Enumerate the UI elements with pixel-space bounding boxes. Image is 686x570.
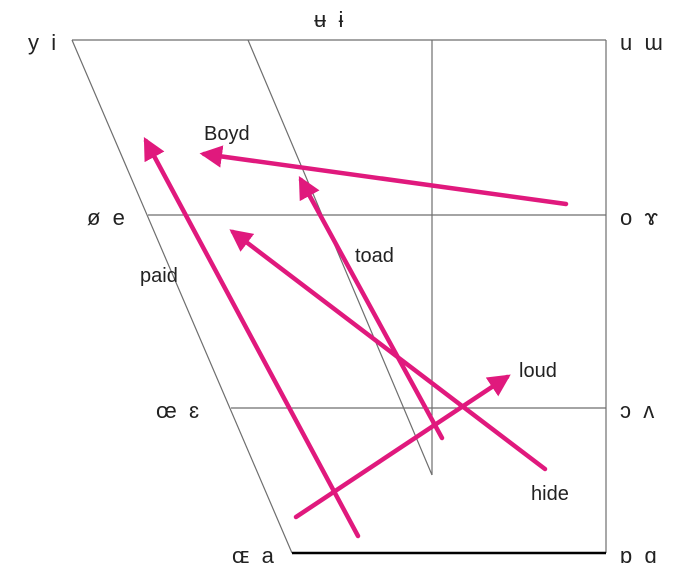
vowel-label-close-front: y i [28, 30, 56, 55]
vowel-label-open-back: ɒ ɑ [620, 543, 657, 568]
arrow-paid [143, 137, 361, 539]
arrow-loud [293, 374, 511, 520]
word-label-paid: paid [140, 265, 178, 287]
arrow-toad [298, 176, 445, 441]
trapezoid-front-edge [71, 39, 293, 554]
vowel-symbol-labels: y i ʉ ɨ u ɯ ø e o ɤ œ ɛ ɔ ʌ ɶ a ɒ ɑ [28, 7, 663, 568]
diphthong-labels: Boyd toad paid loud hide [140, 123, 569, 505]
vowel-label-closemid-back: o ɤ [620, 205, 658, 230]
word-label-hide: hide [531, 483, 569, 505]
vowel-label-open-front: ɶ a [232, 543, 275, 568]
arrow-hide [229, 229, 548, 472]
vowel-label-closemid-front: ø e [87, 205, 125, 230]
vowel-label-openmid-front: œ ɛ [156, 398, 199, 423]
word-label-toad: toad [355, 245, 394, 267]
arrow-boyd [199, 145, 569, 207]
central-diagonal-line [247, 39, 433, 476]
vowel-label-close-central: ʉ ɨ [314, 7, 343, 32]
vowel-label-openmid-back: ɔ ʌ [620, 398, 654, 423]
diphthong-arrows [143, 137, 569, 539]
vowel-label-close-back: u ɯ [620, 30, 663, 55]
vowel-trapezoid [71, 39, 607, 555]
word-label-boyd: Boyd [204, 123, 250, 145]
word-label-loud: loud [519, 360, 557, 382]
